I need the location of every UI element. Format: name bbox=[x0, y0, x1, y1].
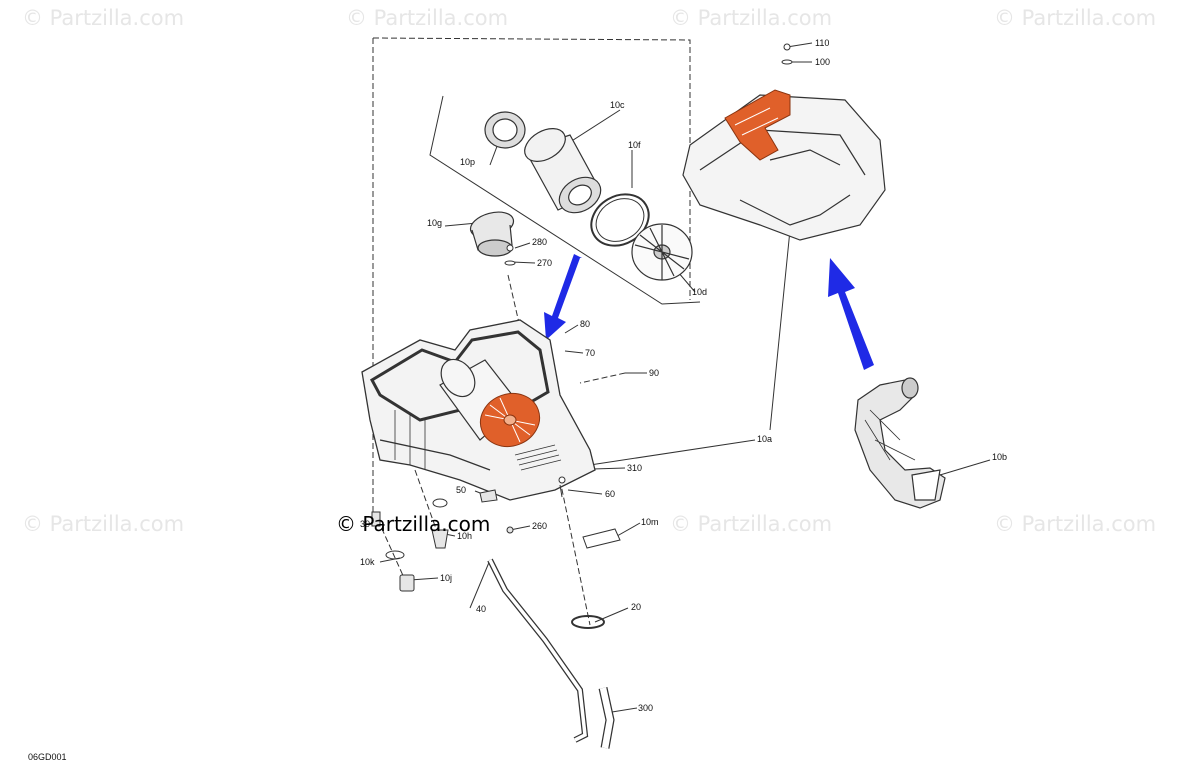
callout-110: 110 bbox=[815, 38, 830, 48]
callout-270: 270 bbox=[537, 258, 553, 268]
filter-o-ring bbox=[590, 193, 650, 247]
clamp bbox=[432, 498, 448, 508]
watermark: © Partzilla.com bbox=[346, 6, 509, 30]
callout-10c: 10c bbox=[610, 100, 625, 110]
callout-40: 40 bbox=[476, 604, 487, 614]
callout-10h: 10h bbox=[457, 531, 473, 541]
watermark: © Partzilla.com bbox=[670, 6, 833, 30]
part-260 bbox=[506, 526, 514, 534]
callout-90: 90 bbox=[649, 368, 660, 378]
intake-connector bbox=[469, 211, 515, 257]
watermark: © Partzilla.com bbox=[22, 512, 185, 536]
callout-70: 70 bbox=[585, 348, 596, 358]
clamp-20 bbox=[571, 615, 605, 629]
part-60 bbox=[559, 484, 563, 498]
watermark: © Partzilla.com bbox=[994, 6, 1157, 30]
part-310 bbox=[558, 476, 566, 484]
assembly-frame bbox=[372, 37, 691, 300]
callout-100: 100 bbox=[815, 57, 831, 67]
small-parts bbox=[371, 476, 621, 629]
callout-10j: 10j bbox=[440, 573, 453, 583]
callout-50: 50 bbox=[456, 485, 467, 495]
part-10m bbox=[582, 528, 621, 549]
callout-30: 30 bbox=[360, 519, 371, 529]
callout-10m: 10m bbox=[641, 517, 659, 527]
part-50 bbox=[479, 489, 498, 503]
callout-10f: 10f bbox=[628, 140, 641, 150]
callout-10d: 10d bbox=[692, 287, 708, 297]
watermark: © Partzilla.com bbox=[670, 512, 833, 536]
filter-seal bbox=[484, 111, 526, 149]
callout-60: 60 bbox=[605, 489, 616, 499]
callout-280: 280 bbox=[532, 237, 548, 247]
intake-duct bbox=[854, 377, 946, 509]
callout-20: 20 bbox=[631, 602, 642, 612]
part-30 bbox=[371, 511, 381, 527]
callout-10g: 10g bbox=[427, 218, 443, 228]
filter-element bbox=[524, 128, 602, 214]
callout-310: 310 bbox=[627, 463, 643, 473]
watermark: © Partzilla.com bbox=[22, 6, 185, 30]
callout-10a: 10a bbox=[757, 434, 773, 444]
callout-80: 80 bbox=[580, 319, 591, 329]
lid-orange-insert bbox=[724, 89, 791, 161]
filter-bracket bbox=[429, 95, 701, 305]
direction-arrows bbox=[544, 254, 874, 370]
base-vents bbox=[514, 444, 562, 471]
watermark: © Partzilla.com bbox=[994, 512, 1157, 536]
base-orange-cap bbox=[479, 393, 541, 447]
filter-cap bbox=[631, 223, 693, 281]
callout-10k: 10k bbox=[360, 557, 375, 567]
part-10k bbox=[385, 550, 405, 560]
part-10h bbox=[431, 529, 449, 549]
brand-overlay: © Partzilla.com bbox=[336, 512, 491, 536]
part-10j bbox=[399, 574, 415, 592]
callout-300: 300 bbox=[638, 703, 654, 713]
callout-260: 260 bbox=[532, 521, 548, 531]
callout-10b: 10b bbox=[992, 452, 1008, 462]
callout-10p: 10p bbox=[460, 157, 476, 167]
diagram-code: 06GD001 bbox=[28, 752, 67, 762]
